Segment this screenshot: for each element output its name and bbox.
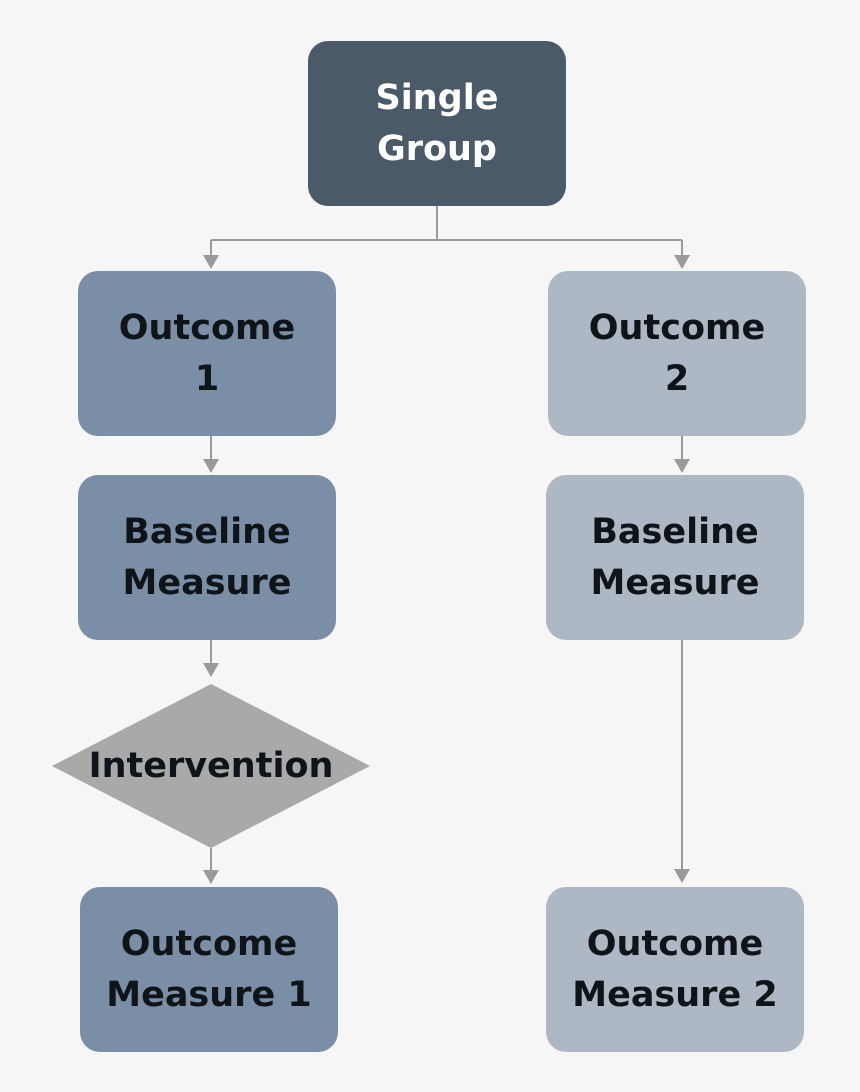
outcome-measure-1-node: Outcome Measure 1: [80, 887, 338, 1052]
baseline-2-line2: Measure: [590, 562, 760, 603]
intervention-diamond: [52, 684, 370, 848]
single-group-line1: Single: [375, 77, 499, 118]
outcome-2-line2: 2: [664, 358, 690, 399]
arrowhead-intervention: [203, 663, 219, 677]
outcome-measure-2-node: Outcome Measure 2: [546, 887, 804, 1052]
intervention-label: Intervention: [88, 746, 334, 786]
outcome-measure-1-line2: Measure 1: [106, 974, 312, 1015]
outcome-measure-2-line1: Outcome: [586, 923, 764, 964]
baseline-measure-2-node: Baseline Measure: [546, 475, 804, 640]
outcome-1-line2: 1: [194, 358, 220, 399]
arrowhead-measure2: [674, 869, 690, 883]
baseline-1-line1: Baseline: [123, 511, 291, 552]
baseline-2-line1: Baseline: [591, 511, 759, 552]
baseline-measure-1-node: Baseline Measure: [78, 475, 336, 640]
baseline-1-line2: Measure: [122, 562, 292, 603]
arrowhead-outcome2: [674, 255, 690, 269]
outcome-2-line1: Outcome: [588, 307, 766, 348]
arrowhead-baseline1: [203, 459, 219, 473]
outcome-1-line1: Outcome: [118, 307, 296, 348]
outcome-measure-1-line1: Outcome: [120, 923, 298, 964]
single-group-node: Single Group: [308, 41, 566, 206]
outcome-1-node: Outcome 1: [78, 271, 336, 436]
arrowhead-baseline2: [674, 459, 690, 473]
arrowhead-outcome1: [203, 255, 219, 269]
outcome-measure-2-line2: Measure 2: [572, 974, 778, 1015]
single-group-line2: Group: [376, 128, 497, 169]
outcome-2-node: Outcome 2: [548, 271, 806, 436]
arrowhead-measure1: [203, 870, 219, 884]
